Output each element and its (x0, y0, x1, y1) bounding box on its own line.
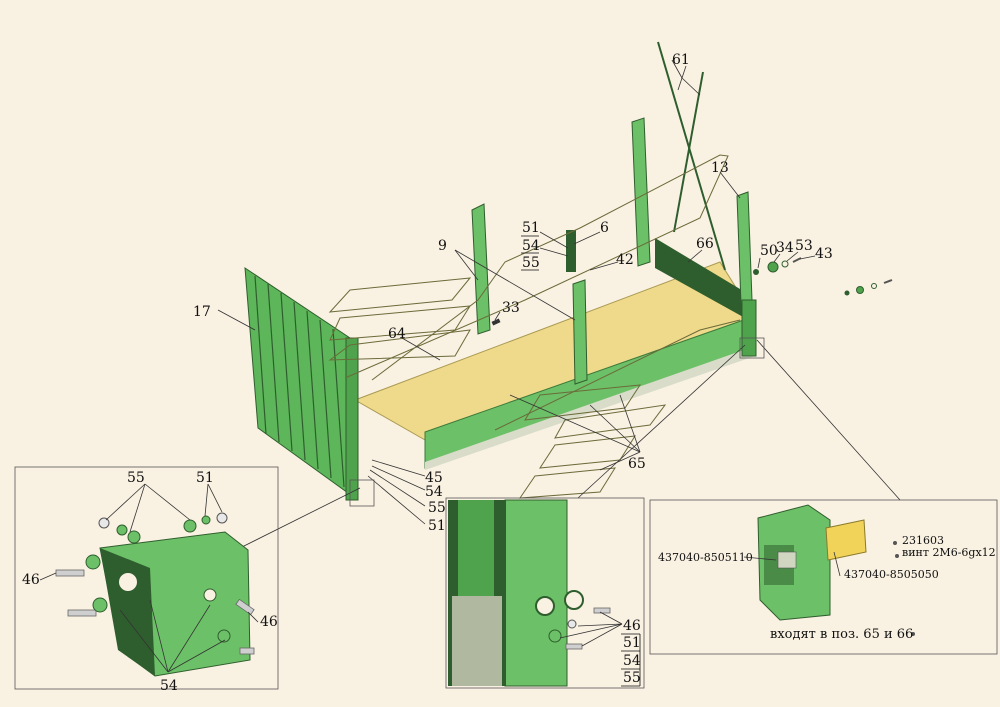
near-side-lower (425, 346, 755, 470)
part-label-231603: 231603 (902, 534, 944, 547)
bolt-43 (792, 257, 802, 263)
ghost-panels (328, 154, 741, 499)
detail-inset-left: 55 51 46 46 54 (14, 466, 279, 694)
callout-65: 65 (628, 456, 646, 472)
mid-callout-55: 55 (623, 670, 641, 686)
front-corner-post (345, 337, 359, 501)
left-callout-46b: 46 (260, 614, 278, 630)
nut-50 (753, 269, 759, 275)
detail-inset-middle: 46 51 54 55 (445, 497, 645, 689)
left-callout-54: 54 (160, 678, 178, 694)
bushing-34 (767, 261, 779, 273)
far-side-wall (655, 238, 745, 318)
callout-51-front: 51 (428, 518, 446, 534)
callout-53: 53 (795, 238, 813, 254)
stake-rear-tall (631, 117, 651, 267)
callout-13: 13 (711, 160, 729, 176)
callout-42: 42 (616, 252, 634, 268)
left-callout-55: 55 (127, 470, 145, 486)
part-33 (491, 318, 501, 326)
inset-note: входят в поз. 65 и 66 (770, 627, 913, 642)
callout-43: 43 (815, 246, 833, 262)
callout-54-front: 54 (425, 484, 443, 500)
callout-55-front: 55 (428, 500, 446, 516)
zoom-marker-front (349, 479, 375, 507)
front-wall-ribs (254, 275, 345, 488)
hardware-parts (491, 257, 893, 326)
washer-53 (781, 260, 789, 268)
callout-9: 9 (438, 238, 447, 254)
callout-17: 17 (193, 304, 211, 320)
callout-34: 34 (776, 240, 794, 256)
callout-54-top: 54 (522, 238, 540, 254)
stake-middle (572, 279, 588, 385)
callout-6: 6 (600, 220, 609, 236)
part-label-8505110: 437040-8505110 (658, 551, 753, 564)
left-callout-51: 51 (196, 470, 214, 486)
zoom-marker-rear (739, 337, 765, 359)
part-label-8505050: 437040-8505050 (844, 568, 939, 581)
mid-callout-51: 51 (623, 635, 641, 651)
callout-33: 33 (502, 300, 520, 316)
mid-callout-54: 54 (623, 653, 641, 669)
callout-61: 61 (672, 52, 690, 68)
rod-61-a (657, 41, 726, 271)
callout-50: 50 (760, 243, 778, 259)
left-callout-46a: 46 (22, 572, 40, 588)
mid-callout-46: 46 (623, 618, 641, 634)
rod-61-b (673, 71, 704, 233)
callout-51-top: 51 (522, 220, 540, 236)
part-label-screw: винт 2М6-6gx12 (902, 546, 996, 559)
detail-inset-right: 437040-8505110 437040-8505050 231603 вин… (649, 499, 998, 655)
callout-45: 45 (425, 470, 443, 486)
callout-64: 64 (388, 326, 406, 342)
leader-lines (217, 59, 901, 549)
callout-66: 66 (696, 236, 714, 252)
stake-top-small (566, 230, 576, 272)
truck-body (244, 41, 757, 501)
stake-rear-right (736, 191, 753, 305)
rear-corner-post (741, 299, 757, 357)
callout-55-top: 55 (522, 255, 540, 271)
